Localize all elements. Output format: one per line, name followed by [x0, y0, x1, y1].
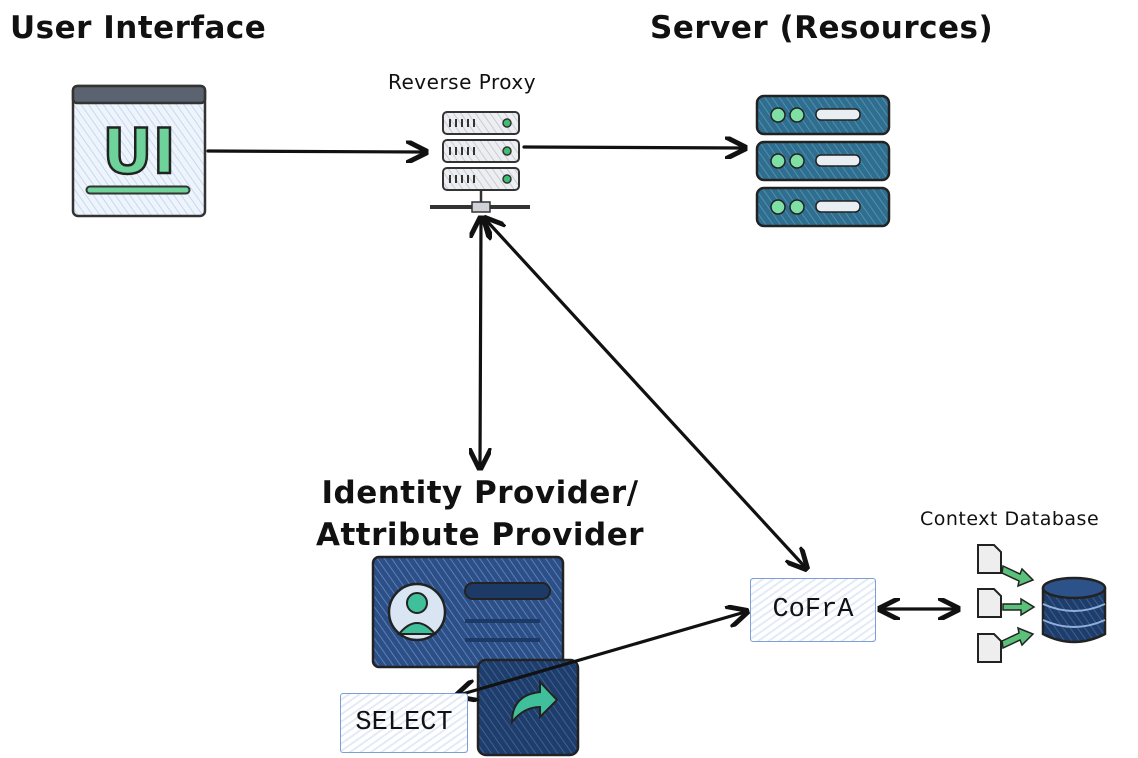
database-icon	[1041, 576, 1107, 644]
server-rack-icon	[755, 94, 891, 228]
context-database-label: Context Database	[920, 508, 1100, 530]
arrow-proxy-idp	[480, 220, 481, 466]
document-arrows	[1001, 564, 1036, 650]
cofra-box: CoFrA	[750, 578, 876, 642]
arrow-cofra-select	[459, 612, 745, 695]
server-label: Server (Resources)	[650, 10, 994, 46]
document-icon	[977, 544, 1002, 663]
reverse-proxy-label: Reverse Proxy	[388, 70, 537, 94]
arrow-ui-to-proxy	[206, 151, 424, 152]
arrow-proxy-to-server	[522, 147, 743, 148]
proxy-server-icon	[430, 111, 530, 213]
select-box: SELECT	[340, 693, 468, 753]
ui-icon-text: UI	[102, 115, 175, 188]
identity-provider-label: Identity Provider/ Attribute Provider	[315, 475, 645, 553]
arrow-proxy-cofra	[486, 220, 805, 567]
id-card-icon	[371, 555, 565, 669]
browser-window-icon: UI	[71, 84, 207, 218]
user-interface-label: User Interface	[10, 10, 267, 46]
